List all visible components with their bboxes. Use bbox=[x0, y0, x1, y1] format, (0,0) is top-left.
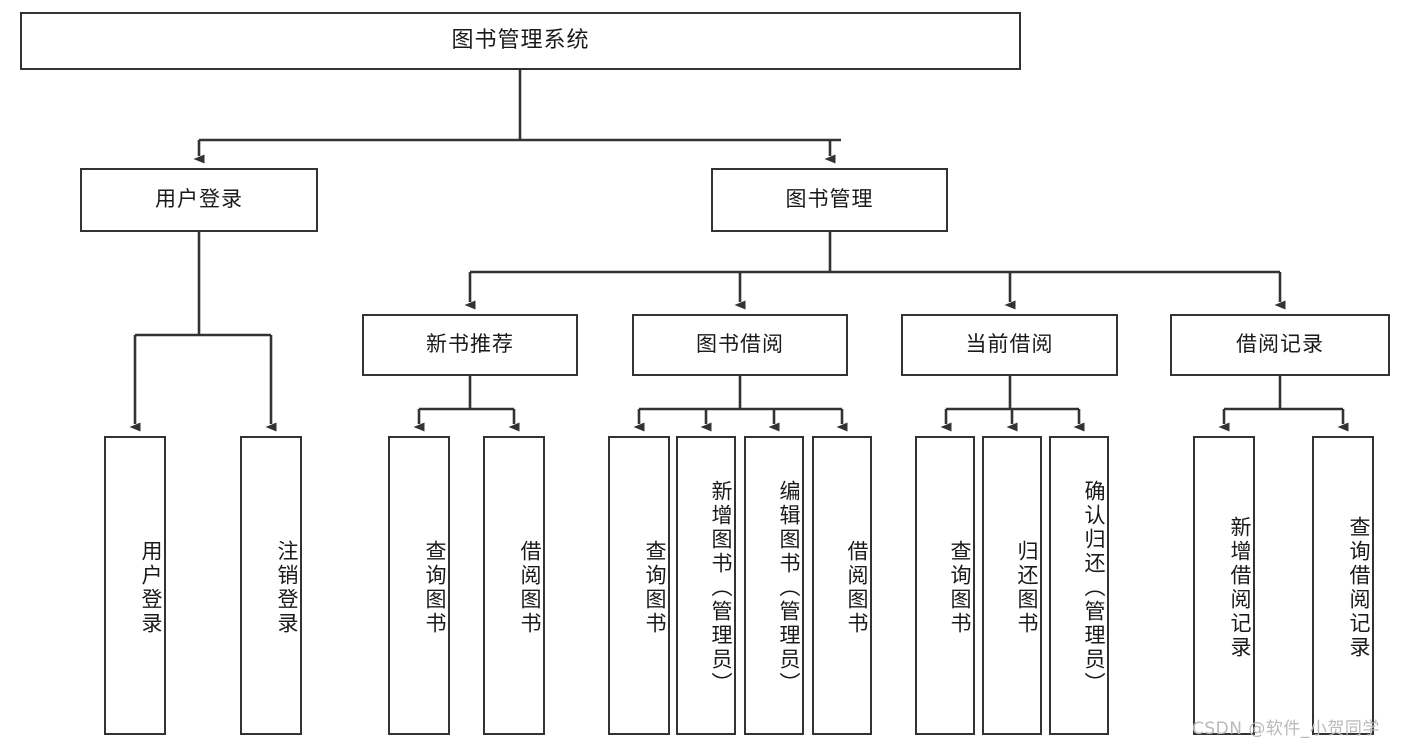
node-label: 查询图书 bbox=[948, 539, 972, 636]
leaf-query-book-3[interactable]: 查询图书 bbox=[915, 436, 975, 735]
leaf-user-logout[interactable]: 注销登录 bbox=[240, 436, 302, 735]
node-label: 新增借阅记录 bbox=[1228, 515, 1252, 660]
node-current-borrow[interactable]: 当前借阅 bbox=[901, 314, 1118, 376]
leaf-query-borrow-record[interactable]: 查询借阅记录 bbox=[1312, 436, 1374, 735]
node-book-borrow[interactable]: 图书借阅 bbox=[632, 314, 848, 376]
node-label: 查询借阅记录 bbox=[1347, 515, 1371, 660]
node-label: 借阅图书 bbox=[518, 539, 542, 636]
leaf-user-login[interactable]: 用户登录 bbox=[104, 436, 166, 735]
leaf-return-book[interactable]: 归还图书 bbox=[982, 436, 1042, 735]
node-root-book-management-system[interactable]: 图书管理系统 bbox=[20, 12, 1021, 70]
node-label: 图书管理 bbox=[785, 187, 874, 212]
leaf-query-book-2[interactable]: 查询图书 bbox=[608, 436, 670, 735]
node-label: 当前借阅 bbox=[965, 332, 1054, 357]
node-new-book-recommend[interactable]: 新书推荐 bbox=[362, 314, 578, 376]
node-label: 新增图书（管理员） bbox=[709, 479, 733, 696]
node-label: 图书借阅 bbox=[696, 332, 784, 357]
node-label: 查询图书 bbox=[423, 539, 447, 636]
node-borrow-record[interactable]: 借阅记录 bbox=[1170, 314, 1390, 376]
leaf-add-borrow-record[interactable]: 新增借阅记录 bbox=[1193, 436, 1255, 735]
node-label: 借阅记录 bbox=[1236, 332, 1324, 357]
node-label: 查询图书 bbox=[643, 539, 667, 636]
node-label: 新书推荐 bbox=[426, 332, 514, 357]
node-label: 用户登录 bbox=[155, 187, 243, 212]
node-label: 确认归还（管理员） bbox=[1082, 479, 1106, 696]
leaf-query-book-1[interactable]: 查询图书 bbox=[388, 436, 450, 735]
node-label: 归还图书 bbox=[1015, 539, 1039, 636]
leaf-borrow-book-1[interactable]: 借阅图书 bbox=[483, 436, 545, 735]
node-book-management[interactable]: 图书管理 bbox=[711, 168, 948, 232]
node-label: 注销登录 bbox=[275, 539, 299, 636]
node-label: 用户登录 bbox=[139, 539, 163, 636]
leaf-confirm-return-admin[interactable]: 确认归还（管理员） bbox=[1049, 436, 1109, 735]
node-user-login[interactable]: 用户登录 bbox=[80, 168, 318, 232]
leaf-borrow-book-2[interactable]: 借阅图书 bbox=[812, 436, 872, 735]
node-label: 编辑图书（管理员） bbox=[777, 479, 801, 696]
csdn-watermark: CSDN @软件_小贺同学 bbox=[1192, 719, 1380, 739]
leaf-add-book-admin[interactable]: 新增图书（管理员） bbox=[676, 436, 736, 735]
leaf-edit-book-admin[interactable]: 编辑图书（管理员） bbox=[744, 436, 804, 735]
node-label: 借阅图书 bbox=[845, 539, 869, 636]
node-label: 图书管理系统 bbox=[451, 27, 590, 53]
